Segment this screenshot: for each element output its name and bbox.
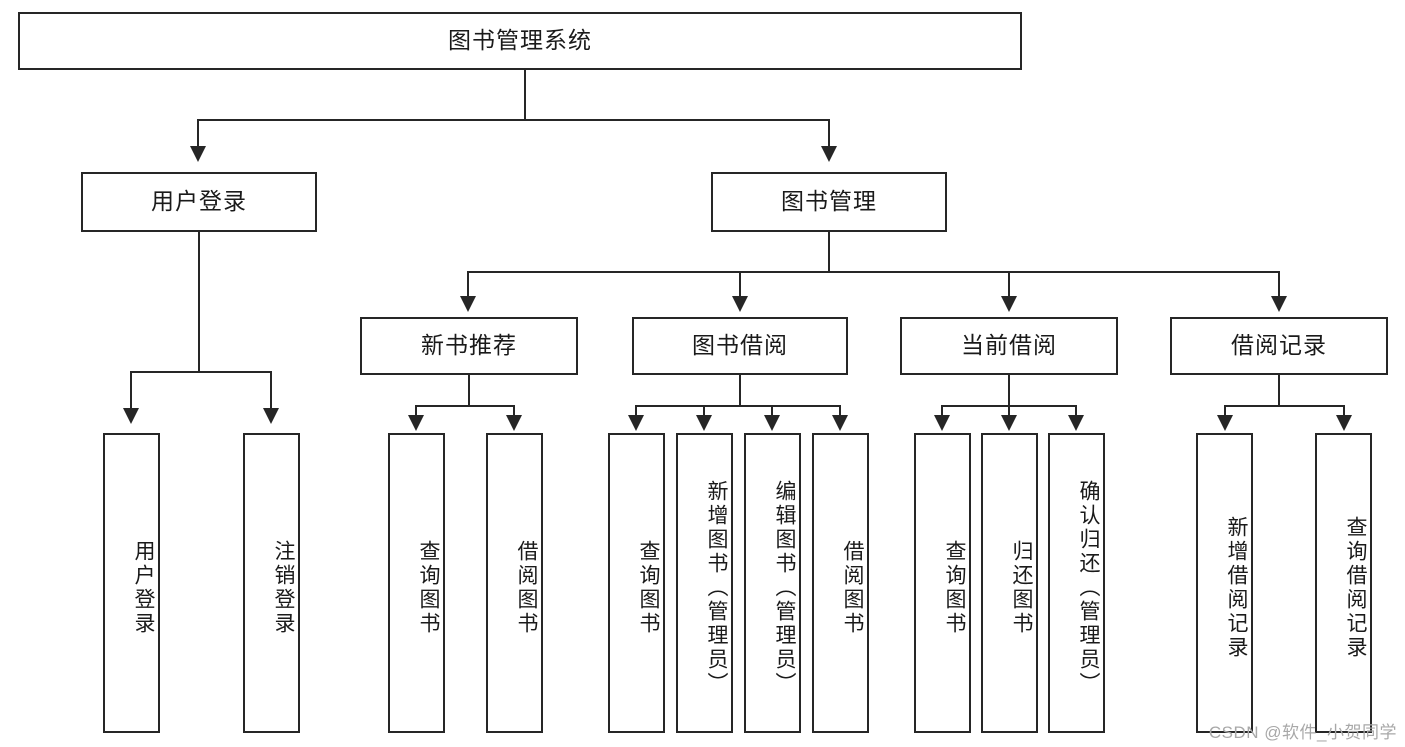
connector-bm-to-borrow-record <box>1278 271 1280 299</box>
leaf-user-logout-label: 注销登录 <box>272 540 295 636</box>
connector-cb-to-leaf3 <box>1075 405 1077 419</box>
connector-bm-to-new-book <box>467 271 469 299</box>
watermark-text: CSDN @软件_小贺同学 <box>1208 723 1397 742</box>
arrow-bm-to-borrow-record <box>1271 296 1287 312</box>
leaf-confirm-return-label: 确认归还（管理员） <box>1077 480 1100 696</box>
leaf-edit-book[interactable]: 编辑图书（管理员） <box>744 433 801 733</box>
node-root-label: 图书管理系统 <box>448 27 592 54</box>
node-borrow-record[interactable]: 借阅记录 <box>1170 317 1388 375</box>
arrow-user-login-to-leaf2 <box>263 408 279 424</box>
leaf-query-book-2-label: 查询图书 <box>637 540 660 636</box>
leaf-query-book-1-label: 查询图书 <box>417 540 440 636</box>
leaf-borrow-book-1[interactable]: 借阅图书 <box>486 433 543 733</box>
leaf-return-book-label: 归还图书 <box>1010 540 1033 636</box>
node-book-borrow[interactable]: 图书借阅 <box>632 317 848 375</box>
connector-root-to-user-login <box>197 119 199 149</box>
node-user-login-label: 用户登录 <box>151 188 247 215</box>
leaf-user-logout[interactable]: 注销登录 <box>243 433 300 733</box>
connector-book-management-bar <box>468 271 1280 273</box>
connector-bb-to-leaf4 <box>839 405 841 419</box>
arrow-new-book-to-leaf2 <box>506 415 522 431</box>
connector-new-book-to-leaf2 <box>513 405 515 419</box>
connector-bb-to-leaf1 <box>635 405 637 419</box>
leaf-query-record-label: 查询借阅记录 <box>1344 516 1367 660</box>
arrow-cb-to-leaf2 <box>1001 415 1017 431</box>
connector-new-book-bar <box>416 405 515 407</box>
connector-new-book-to-leaf1 <box>415 405 417 419</box>
node-book-management-label: 图书管理 <box>781 188 877 215</box>
arrow-br-to-leaf1 <box>1217 415 1233 431</box>
connector-borrow-record-trunk <box>1278 375 1280 406</box>
leaf-query-book-2[interactable]: 查询图书 <box>608 433 665 733</box>
leaf-query-book-3-label: 查询图书 <box>943 540 966 636</box>
connector-user-login-bar <box>131 371 271 373</box>
connector-new-book-trunk <box>468 375 470 406</box>
arrow-bb-to-leaf1 <box>628 415 644 431</box>
node-root[interactable]: 图书管理系统 <box>18 12 1022 70</box>
arrow-root-to-user-login <box>190 146 206 162</box>
arrow-cb-to-leaf1 <box>934 415 950 431</box>
leaf-add-record-label: 新增借阅记录 <box>1225 516 1248 660</box>
connector-root-to-book-management <box>828 119 830 149</box>
connector-borrow-record-bar <box>1225 405 1344 407</box>
leaf-edit-book-label: 编辑图书（管理员） <box>773 480 796 696</box>
leaf-borrow-book-2[interactable]: 借阅图书 <box>812 433 869 733</box>
node-current-borrow-label: 当前借阅 <box>961 332 1057 359</box>
node-borrow-record-label: 借阅记录 <box>1231 332 1327 359</box>
leaf-query-record[interactable]: 查询借阅记录 <box>1315 433 1372 733</box>
connector-br-to-leaf2 <box>1343 405 1345 419</box>
arrow-bm-to-new-book <box>460 296 476 312</box>
connector-root-bar <box>198 119 830 121</box>
leaf-add-book-label: 新增图书（管理员） <box>705 480 728 696</box>
arrow-bb-to-leaf3 <box>764 415 780 431</box>
connector-cb-to-leaf2 <box>1008 405 1010 419</box>
arrow-bb-to-leaf2 <box>696 415 712 431</box>
connector-book-borrow-trunk <box>739 375 741 406</box>
connector-bm-to-current-borrow <box>1008 271 1010 299</box>
leaf-add-book[interactable]: 新增图书（管理员） <box>676 433 733 733</box>
leaf-add-record[interactable]: 新增借阅记录 <box>1196 433 1253 733</box>
leaf-borrow-book-1-label: 借阅图书 <box>515 540 538 636</box>
arrow-bb-to-leaf4 <box>832 415 848 431</box>
node-user-login[interactable]: 用户登录 <box>81 172 317 232</box>
connector-bb-to-leaf3 <box>771 405 773 419</box>
arrow-br-to-leaf2 <box>1336 415 1352 431</box>
node-new-book-recommend-label: 新书推荐 <box>421 332 517 359</box>
connector-bb-to-leaf2 <box>703 405 705 419</box>
node-current-borrow[interactable]: 当前借阅 <box>900 317 1118 375</box>
connector-br-to-leaf1 <box>1224 405 1226 419</box>
connector-user-login-to-leaf2 <box>270 371 272 411</box>
node-book-borrow-label: 图书借阅 <box>692 332 788 359</box>
arrow-new-book-to-leaf1 <box>408 415 424 431</box>
node-new-book-recommend[interactable]: 新书推荐 <box>360 317 578 375</box>
connector-user-login-trunk <box>198 232 200 372</box>
leaf-return-book[interactable]: 归还图书 <box>981 433 1038 733</box>
leaf-query-book-3[interactable]: 查询图书 <box>914 433 971 733</box>
connector-book-borrow-bar <box>636 405 840 407</box>
arrow-bm-to-current-borrow <box>1001 296 1017 312</box>
arrow-bm-to-book-borrow <box>732 296 748 312</box>
connector-user-login-to-leaf1 <box>130 371 132 411</box>
connector-cb-to-leaf1 <box>941 405 943 419</box>
connector-current-borrow-trunk <box>1008 375 1010 406</box>
connector-book-management-trunk <box>828 232 830 272</box>
connector-bm-to-book-borrow <box>739 271 741 299</box>
arrow-root-to-book-management <box>821 146 837 162</box>
leaf-user-login[interactable]: 用户登录 <box>103 433 160 733</box>
arrow-cb-to-leaf3 <box>1068 415 1084 431</box>
leaf-user-login-label: 用户登录 <box>132 540 155 636</box>
leaf-confirm-return[interactable]: 确认归还（管理员） <box>1048 433 1105 733</box>
connector-root-trunk <box>524 70 526 120</box>
node-book-management[interactable]: 图书管理 <box>711 172 947 232</box>
leaf-borrow-book-2-label: 借阅图书 <box>841 540 864 636</box>
leaf-query-book-1[interactable]: 查询图书 <box>388 433 445 733</box>
arrow-user-login-to-leaf1 <box>123 408 139 424</box>
